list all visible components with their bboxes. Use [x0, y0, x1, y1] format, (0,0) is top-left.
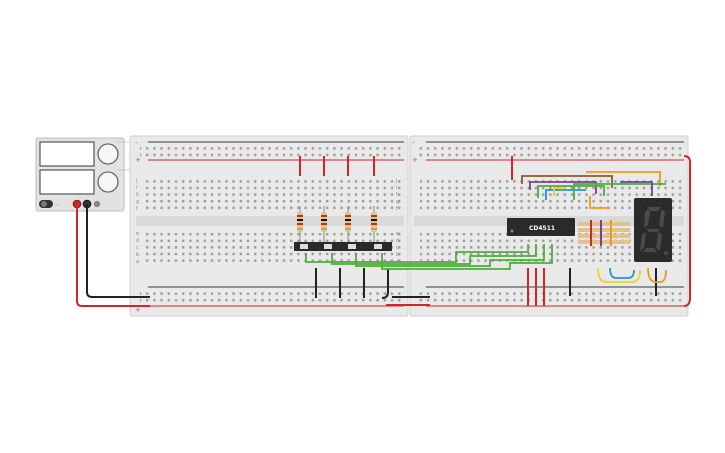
rail-plus-label: + — [135, 156, 141, 164]
power-switch-label: ON — [55, 203, 60, 207]
seven-segment-display[interactable] — [634, 198, 672, 262]
svg-text:b: b — [396, 252, 399, 258]
svg-text:f: f — [396, 206, 398, 212]
segment-wires[interactable] — [521, 171, 667, 283]
svg-text:e: e — [396, 231, 399, 237]
resistor-2 — [321, 206, 327, 246]
svg-text:j: j — [395, 178, 397, 184]
resistors[interactable] — [297, 206, 377, 246]
segments — [640, 207, 668, 255]
resistor-3 — [345, 206, 351, 246]
voltage-knob-label: VOLTAGE — [118, 140, 132, 144]
dip-switch[interactable] — [294, 242, 392, 251]
breadboard-left[interactable]: - + + — [129, 135, 409, 317]
svg-text:a: a — [136, 259, 139, 265]
rail-minus-label-right: - — [412, 139, 415, 147]
voltage-display — [39, 141, 95, 167]
power-supply[interactable]: VOLTAGE CURRENT ON — [35, 137, 133, 212]
chip-label: CD4511 — [529, 225, 555, 232]
svg-text:i: i — [136, 185, 137, 191]
wire-power-positive[interactable] — [76, 204, 150, 307]
data-wires-green[interactable] — [305, 244, 553, 270]
svg-text:d: d — [136, 238, 139, 244]
wire-power-negative[interactable] — [86, 204, 150, 298]
svg-text:h: h — [136, 192, 139, 198]
current-display — [39, 169, 95, 195]
rail-plus-label-right: + — [412, 156, 418, 164]
current-knob[interactable] — [97, 171, 119, 193]
svg-text:h: h — [396, 192, 399, 198]
resistor-1 — [297, 206, 303, 246]
rail-plus-label-bottom: + — [135, 306, 141, 314]
resistor-4 — [371, 206, 377, 246]
svg-text:i: i — [396, 185, 397, 191]
rail-minus-label: - — [135, 139, 138, 147]
chip-cd4511[interactable]: CD4511 — [507, 218, 575, 236]
rail-wires-left[interactable] — [299, 156, 513, 180]
chip-supply-wires[interactable] — [527, 268, 545, 306]
svg-text:d: d — [396, 238, 399, 244]
svg-text:e: e — [136, 231, 139, 237]
svg-text:c: c — [396, 245, 399, 251]
svg-text:c: c — [136, 245, 139, 251]
svg-text:f: f — [136, 206, 138, 212]
svg-text:g: g — [396, 199, 399, 205]
wire-right-loop[interactable] — [683, 155, 691, 307]
svg-text:j: j — [135, 178, 137, 184]
display-resistors[interactable] — [578, 220, 630, 246]
voltage-knob[interactable] — [97, 143, 119, 165]
svg-text:g: g — [136, 199, 139, 205]
svg-text:b: b — [136, 252, 139, 258]
current-knob-label: CURRENT — [118, 168, 133, 172]
